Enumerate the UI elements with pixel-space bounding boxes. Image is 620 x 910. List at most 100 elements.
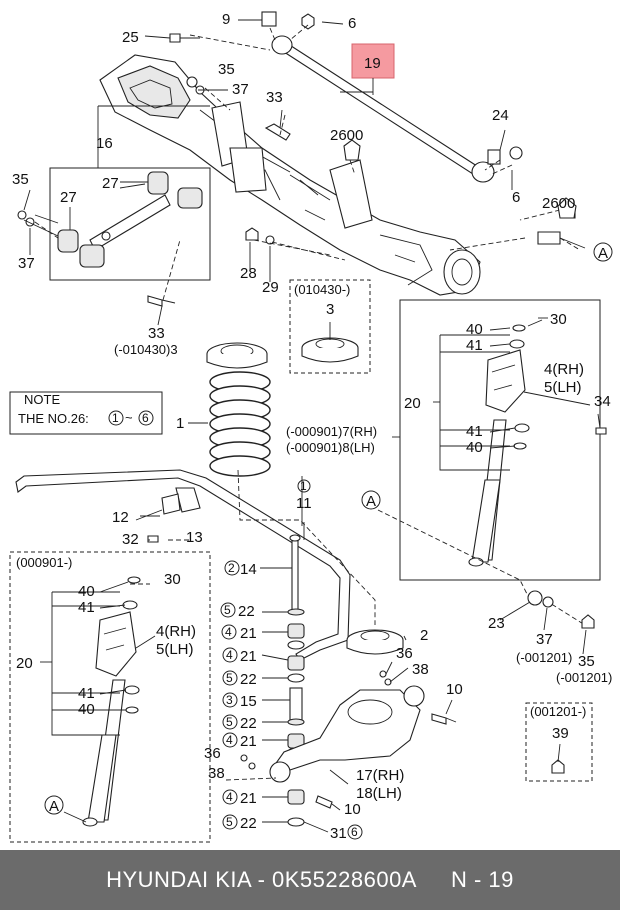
callout-16: 16: [96, 135, 113, 152]
marker-a2: A: [366, 493, 376, 510]
callout-2600b: 2600: [542, 195, 575, 212]
callout-31: 31: [330, 825, 347, 842]
callout-37c: 37: [536, 631, 553, 648]
callout-20b: 20: [16, 655, 33, 672]
callout-010430-3: (-010430)3: [114, 342, 178, 357]
callout-27a: 27: [102, 175, 119, 192]
callout-001201b: (-001201): [556, 670, 612, 685]
marker-1-small: 1: [300, 479, 307, 493]
callout-30a: 30: [550, 311, 567, 328]
footer-brand-part-number: HYUNDAI KIA - 0K55228600A: [106, 867, 417, 892]
stabilizer-bar: [15, 469, 351, 661]
callout-37b: 37: [18, 255, 35, 272]
callout-9: 9: [222, 11, 230, 28]
coil-spring: [206, 342, 271, 477]
callout-28: 28: [240, 265, 257, 282]
callout-21a: 21: [240, 625, 257, 642]
callout-4-circ-b: 4: [226, 648, 233, 662]
callout-22a: 22: [238, 603, 255, 620]
shock-absorber-right: [392, 299, 607, 581]
callout-11: 11: [296, 495, 312, 512]
callout-22c: 22: [240, 715, 257, 732]
marker-a1: A: [598, 245, 608, 262]
callout-4-circ-c: 4: [226, 733, 233, 747]
note-text: THE NO.26:: [18, 411, 89, 426]
callout-21d: 21: [240, 790, 257, 807]
callout-25: 25: [122, 29, 139, 46]
callout-41d: 41: [78, 685, 95, 702]
callout-4-circ-a: 4: [225, 625, 232, 639]
callout-37a: 37: [232, 81, 249, 98]
callout-010430-box: (010430-): [294, 282, 350, 297]
callout-21b: 21: [240, 648, 257, 665]
callout-1: 1: [176, 415, 184, 432]
note-from: 1: [112, 411, 119, 425]
lateral-rod: [261, 11, 523, 183]
callout-3-box: 3: [326, 301, 334, 318]
callout-7: (-000901)7(RH): [286, 424, 377, 439]
callout-6b: 6: [512, 189, 520, 206]
callout-35c: 35: [578, 653, 595, 670]
callout-10b: 10: [344, 801, 361, 818]
callout-41a: 41: [466, 337, 483, 354]
callout-6a: 6: [348, 15, 356, 32]
callout-5a: 5(LH): [544, 379, 582, 396]
callout-40c: 40: [78, 583, 95, 600]
callout-001201a: (-001201): [516, 650, 572, 665]
callout-5-circ-c: 5: [226, 715, 233, 729]
callout-40a: 40: [466, 321, 483, 338]
callout-35a: 35: [218, 61, 235, 78]
callout-20a: 20: [404, 395, 421, 412]
bolt-stack: [260, 522, 333, 827]
callout-33a: 33: [266, 89, 283, 106]
callout-22d: 22: [240, 815, 257, 832]
callout-15: 15: [240, 693, 257, 710]
callout-21c: 21: [240, 733, 257, 750]
callout-22b: 22: [240, 671, 257, 688]
callout-40d: 40: [78, 701, 95, 718]
callout-2600a: 2600: [330, 127, 363, 144]
callout-29: 29: [262, 279, 279, 296]
lower-right-hardware: [525, 590, 595, 782]
callout-41b: 41: [466, 423, 483, 440]
callout-8: (-000901)8(LH): [286, 440, 375, 455]
callout-5-circ-d: 5: [226, 815, 233, 829]
callout-10a: 10: [446, 681, 463, 698]
callout-35b: 35: [12, 171, 29, 188]
footer-page: N - 19: [450, 867, 514, 892]
callout-36a: 36: [204, 745, 221, 762]
callout-39: 39: [552, 725, 569, 742]
callout-27b: 27: [60, 189, 77, 206]
note-tilde: ~: [125, 410, 133, 425]
callout-19: 19: [364, 55, 381, 72]
callout-17: 17(RH): [356, 767, 404, 784]
callout-33b: 33: [148, 325, 165, 342]
callout-24: 24: [492, 107, 509, 124]
callout-2-circ: 2: [228, 561, 235, 575]
callout-23: 23: [488, 615, 505, 632]
note-box: [9, 391, 163, 435]
note-title: NOTE: [24, 392, 60, 407]
callout-5b: 5(LH): [156, 641, 194, 658]
callout-30b: 30: [164, 571, 181, 588]
upper-arm-group: [49, 167, 211, 307]
spring-seat-alt: [289, 279, 371, 374]
callout-13: 13: [186, 529, 203, 546]
callout-001201-box: (001201-): [530, 704, 586, 719]
callout-34: 34: [594, 393, 611, 410]
parts-diagram: 25 9 6 19 35 37 33 2600 24 6 16 27 35 27…: [9, 11, 613, 843]
callout-32: 32: [122, 531, 139, 548]
callout-36b: 36: [396, 645, 413, 662]
callout-5-circ-a: 5: [224, 603, 231, 617]
callout-14: 14: [240, 561, 257, 578]
callout-3-circ: 3: [226, 693, 233, 707]
footer-bar: HYUNDAI KIA - 0K55228600A N - 19: [0, 850, 620, 910]
note-to: 6: [142, 411, 149, 425]
callout-12: 12: [112, 509, 129, 526]
callout-4a: 4(RH): [544, 361, 584, 378]
callout-38a: 38: [208, 765, 225, 782]
callout-38b: 38: [412, 661, 429, 678]
marker-a3: A: [49, 798, 59, 815]
callout-000901-box: (000901-): [16, 555, 72, 570]
rear-axle-housing: [99, 54, 481, 296]
